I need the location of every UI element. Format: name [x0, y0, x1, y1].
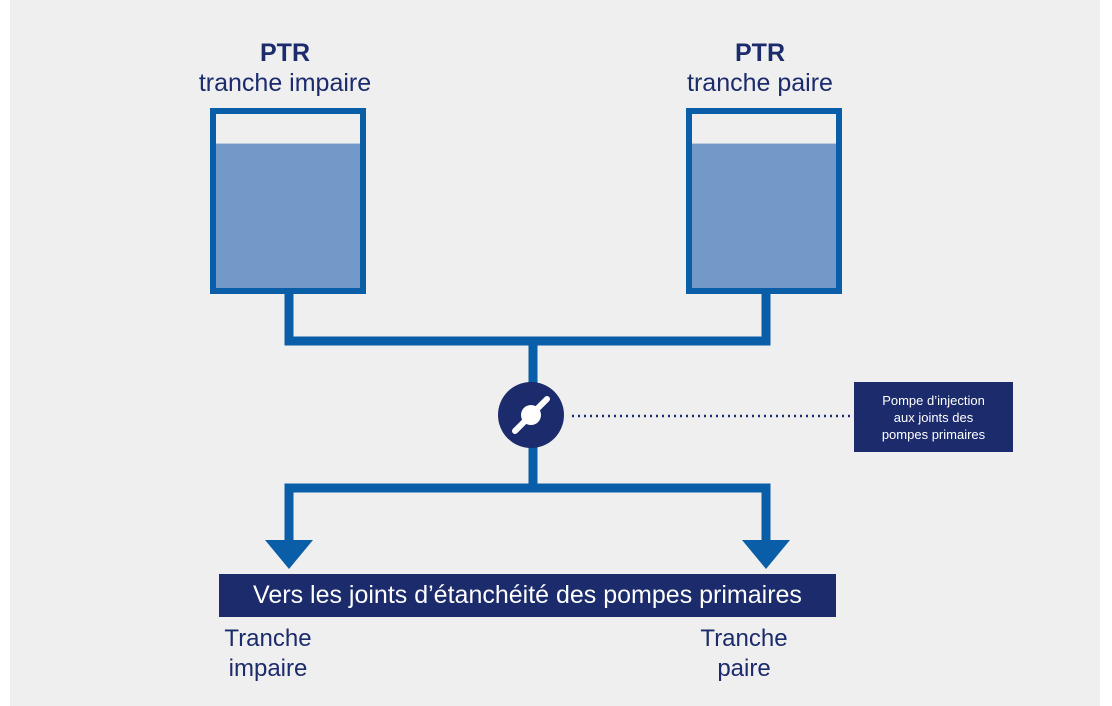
branch-left-line-1: Tranche	[224, 625, 312, 652]
arrow-right-icon	[742, 540, 790, 569]
tank-left	[210, 108, 366, 294]
tank-right-title: PTR tranche paire	[640, 38, 880, 98]
tank-left-outline	[210, 108, 366, 294]
branch-right-line-2: paire	[717, 655, 771, 682]
callout-line-2: aux joints des	[893, 409, 974, 425]
callout-line-1: Pompe d’injection	[882, 392, 985, 408]
arrow-left-icon	[265, 540, 313, 569]
collector-pipe	[284, 294, 771, 346]
tank-left-water	[216, 143, 361, 288]
branch-left-line-2: impaire	[228, 655, 308, 682]
branch-left-label: Tranche impaire	[188, 624, 348, 684]
tank-right-outline	[686, 108, 842, 294]
destination-banner: Vers les joints d’étanchéité des pompes …	[219, 574, 836, 617]
tank-left-name: PTR	[260, 39, 310, 67]
branch-right-line-1: Tranche	[700, 625, 788, 652]
pump-icon	[498, 382, 564, 448]
branch-right-label: Tranche paire	[664, 624, 824, 684]
tank-right	[686, 108, 842, 294]
tank-right-name: PTR	[735, 39, 785, 67]
tank-right-water	[692, 143, 837, 288]
pump-callout: Pompe d’injection aux joints des pompes …	[854, 382, 1013, 452]
tank-left-title: PTR tranche impaire	[165, 38, 405, 98]
callout-line-3: pompes primaires	[881, 426, 986, 442]
tank-left-subtitle: tranche impaire	[198, 69, 372, 97]
tank-right-subtitle: tranche paire	[687, 69, 833, 97]
distribution-pipe	[284, 483, 771, 545]
